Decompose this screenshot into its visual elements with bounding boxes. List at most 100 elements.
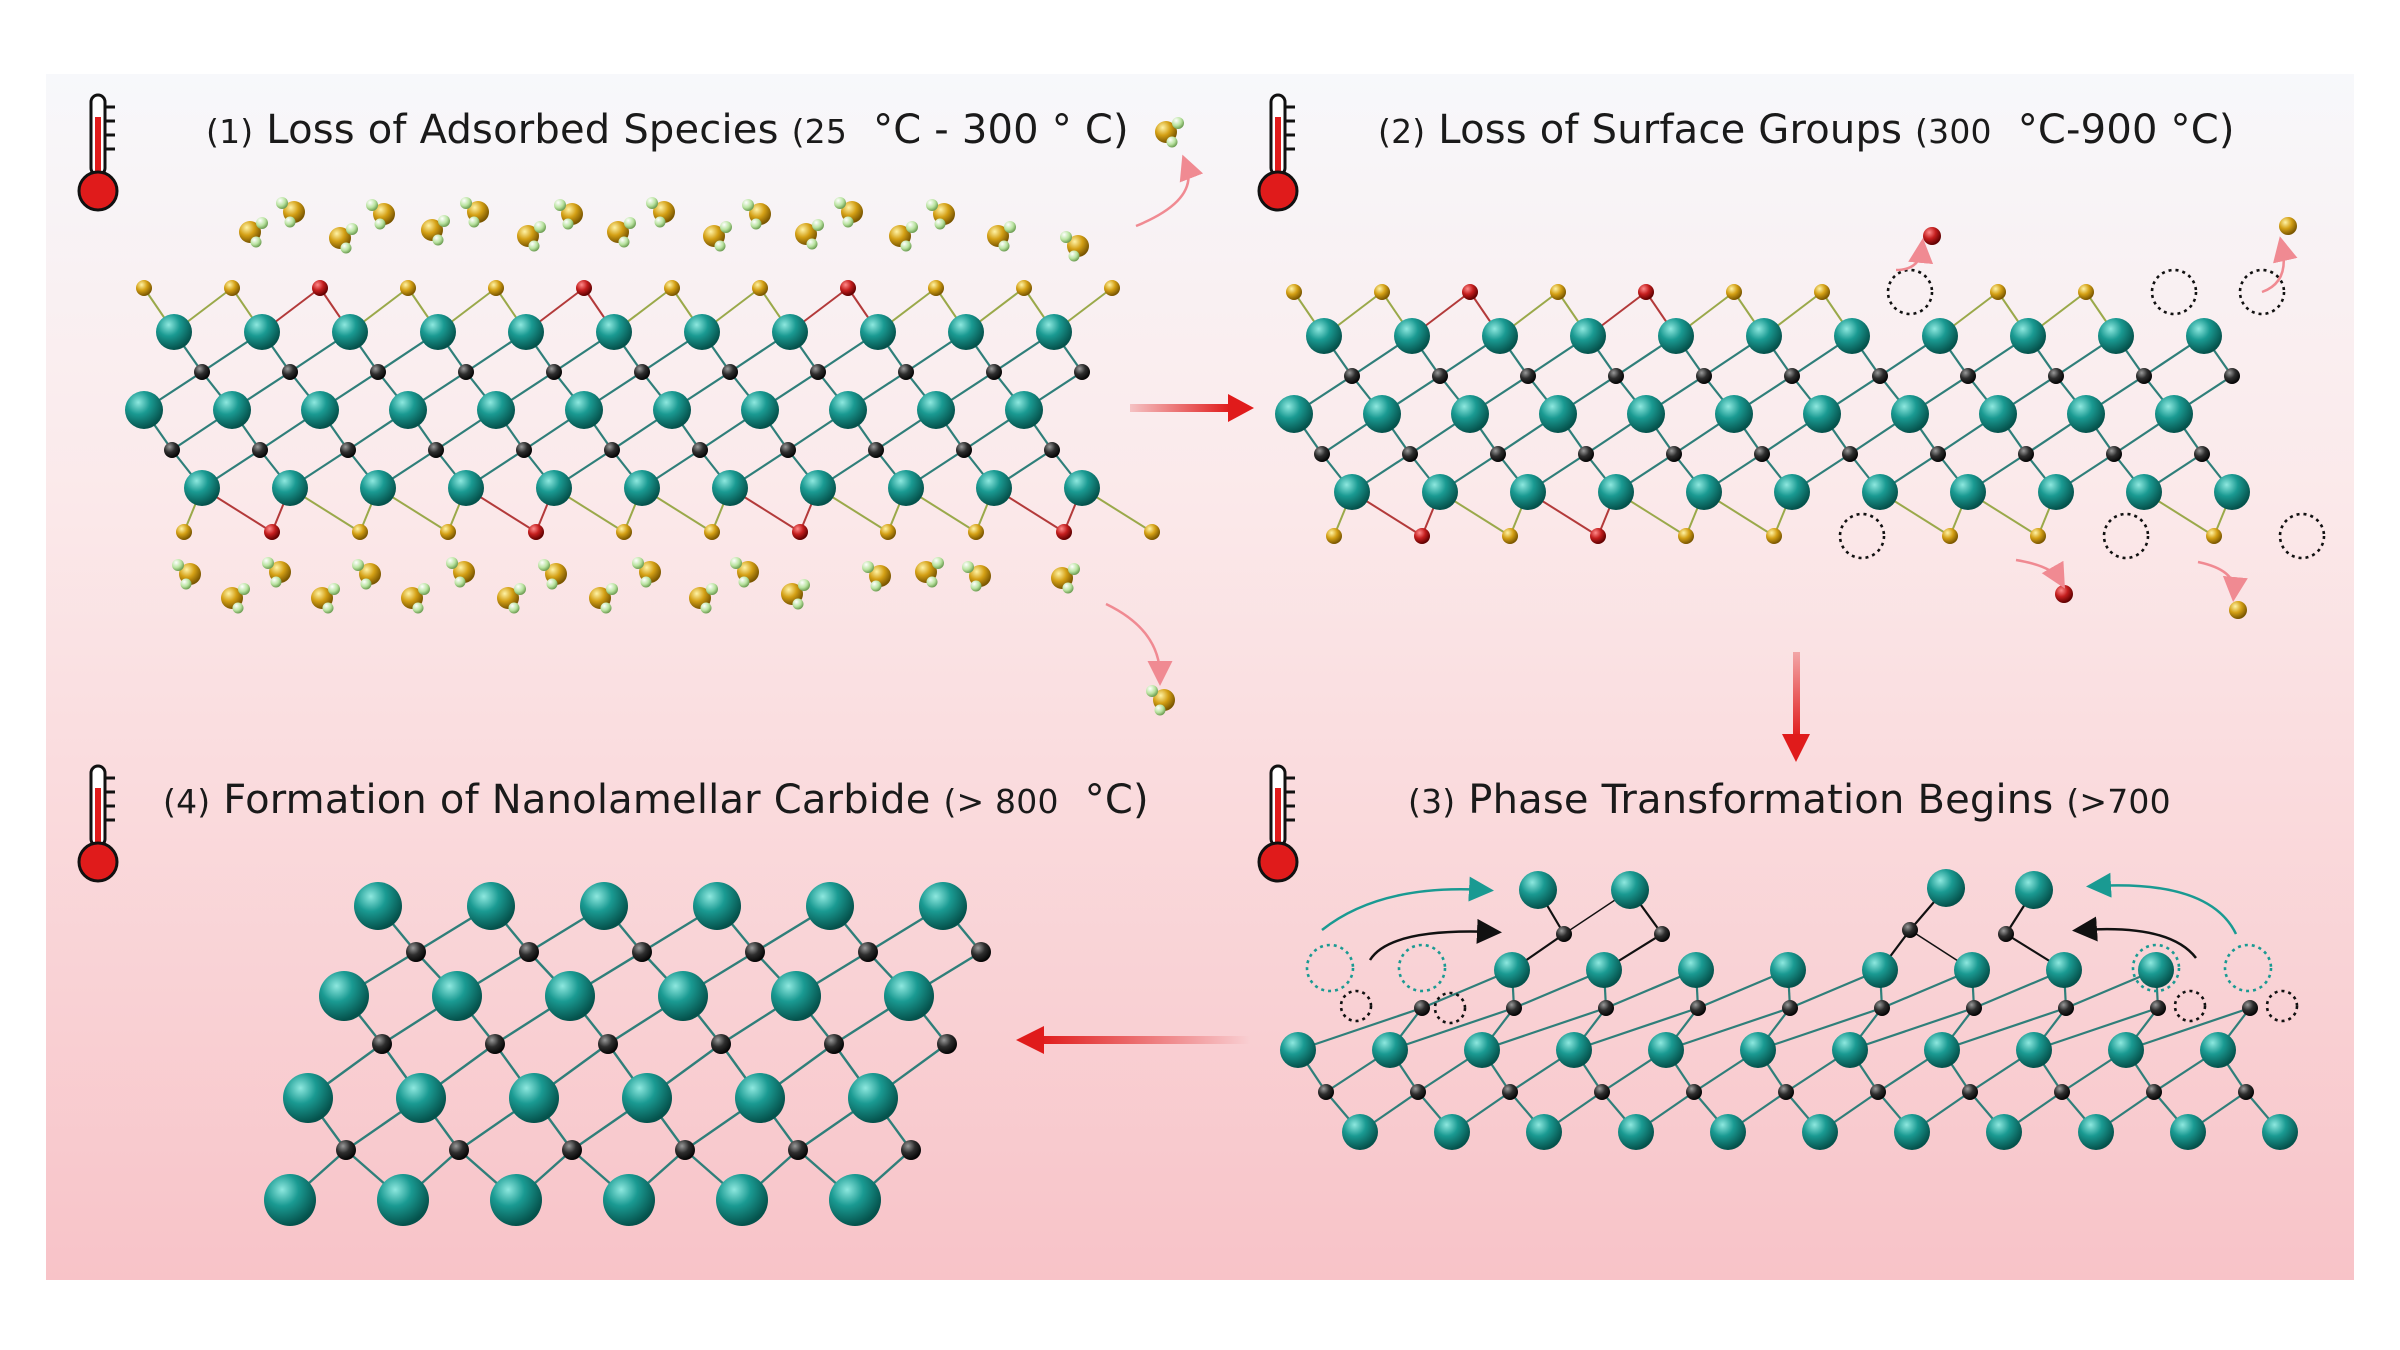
migration-arrow	[2197, 560, 2248, 602]
metal-atom	[536, 470, 572, 506]
carbon-atom	[2150, 1000, 2166, 1016]
metal-atom	[1519, 871, 1557, 909]
carbon-atom	[868, 442, 884, 458]
hydrogen-atom	[284, 216, 296, 228]
oxygen-atom	[528, 524, 544, 540]
carbon-atom	[485, 1034, 505, 1054]
carbon-atom	[1960, 368, 1976, 384]
carbon-atom	[1966, 1000, 1982, 1016]
hydrogen-atom	[446, 557, 458, 569]
hydrogen-atom	[1172, 117, 1184, 129]
carbon-atom	[2018, 446, 2034, 462]
metal-atom	[603, 1174, 655, 1226]
metal-atom	[319, 971, 369, 1021]
oxygen-atom	[312, 280, 328, 296]
metal-atom	[2067, 395, 2105, 433]
vacancy-site	[2173, 989, 2207, 1023]
metal-atom	[448, 470, 484, 506]
metal-atom	[1802, 1114, 1838, 1150]
hydrogen-atom	[654, 216, 666, 228]
carbon-atom	[1414, 1000, 1430, 1016]
carbon-atom	[1784, 368, 1800, 384]
hydrogen-atom	[1062, 582, 1074, 594]
metal-atom	[490, 1174, 542, 1226]
hydrogen-atom	[870, 580, 882, 592]
metal-atom	[1434, 1114, 1470, 1150]
vacancy-site	[2223, 943, 2273, 993]
hydrogen-atom	[438, 215, 450, 227]
metal-atom	[658, 971, 708, 1021]
hydrogen-atom	[862, 561, 874, 573]
thermometer-icon	[1257, 764, 1299, 883]
metal-atom	[509, 1073, 559, 1123]
hydrogen-atom	[322, 602, 334, 614]
bond	[1849, 1006, 1975, 1052]
hydrogen-atom	[238, 583, 250, 595]
metal-atom	[771, 971, 821, 1021]
bond	[1573, 1006, 1699, 1052]
metal-atom	[272, 470, 308, 506]
metal-atom	[184, 470, 220, 506]
metal-atom	[360, 470, 396, 506]
hydrogen-atom	[374, 218, 386, 230]
carbon-atom	[1598, 1000, 1614, 1016]
carbon-atom	[824, 1034, 844, 1054]
oxygen-atom	[840, 280, 856, 296]
metal-atom	[653, 391, 691, 429]
structure-step-2	[1275, 217, 2326, 619]
metal-atom	[1510, 474, 1546, 510]
bond	[1665, 1006, 1791, 1052]
fluorine-atom	[1326, 528, 1342, 544]
metal-atom	[1746, 318, 1782, 354]
oxygen-atom	[1923, 227, 1941, 245]
carbon-atom	[898, 364, 914, 380]
thermometer-icon	[77, 764, 119, 883]
metal-atom	[2262, 1114, 2298, 1150]
metal-atom	[2078, 1114, 2114, 1150]
hydrogen-atom	[646, 197, 658, 209]
oxygen-atom	[1056, 524, 1072, 540]
carbon-atom	[780, 442, 796, 458]
oxygen-atom	[2055, 585, 2073, 603]
hydrogen-atom	[180, 578, 192, 590]
hydrogen-atom	[528, 240, 540, 252]
metal-atom	[2015, 871, 2053, 909]
metal-atom	[1740, 1032, 1776, 1068]
carbon-atom	[2054, 1084, 2070, 1100]
metal-atom	[1832, 1032, 1868, 1068]
carbon-atom	[986, 364, 1002, 380]
hydrogen-atom	[262, 557, 274, 569]
carbon-atom	[562, 1140, 582, 1160]
hydrogen-atom	[706, 583, 718, 595]
carbon-atom	[858, 942, 878, 962]
metal-atom	[1526, 1114, 1562, 1150]
hydrogen-atom	[632, 557, 644, 569]
vacancy-site	[2238, 268, 2286, 316]
vacancy-site	[1339, 989, 1373, 1023]
carbon-atom	[2224, 368, 2240, 384]
carbon-atom	[370, 364, 386, 380]
fluorine-atom	[1550, 284, 1566, 300]
bond	[1481, 1006, 1607, 1052]
migration-arrow	[1368, 918, 1502, 961]
thermometer-bulb	[77, 170, 119, 212]
fluorine-atom	[440, 524, 456, 540]
fluorine-atom	[1726, 284, 1742, 300]
fluorine-atom	[400, 280, 416, 296]
bond	[1757, 1006, 1883, 1052]
metal-atom	[1539, 395, 1577, 433]
carbon-atom	[745, 942, 765, 962]
metal-atom	[2016, 1032, 2052, 1068]
bond	[1389, 1006, 1515, 1052]
metal-atom	[2186, 318, 2222, 354]
metal-atom	[2138, 952, 2174, 988]
carbon-atom	[1556, 926, 1572, 942]
down-arrow-icon	[1782, 652, 1810, 762]
migration-arrow	[2261, 236, 2298, 294]
vacancy-site	[1886, 268, 1934, 316]
fluorine-atom	[1502, 528, 1518, 544]
carbon-atom	[692, 442, 708, 458]
hydrogen-atom	[730, 557, 742, 569]
thermometer-icon	[1257, 93, 1299, 212]
